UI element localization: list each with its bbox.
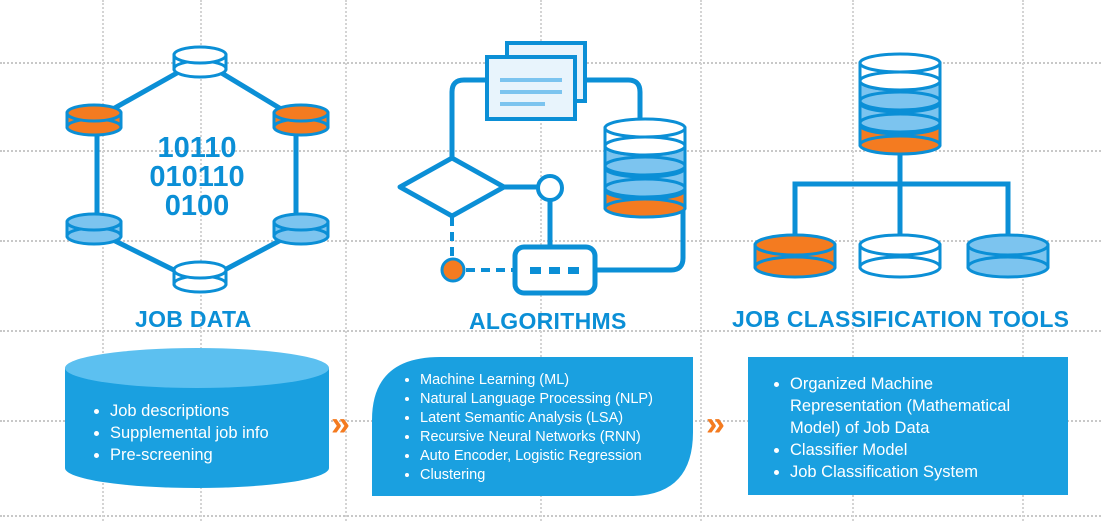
list-item: Pre-screening — [110, 444, 323, 466]
chevron-right-icon: » — [331, 405, 350, 443]
section-title-classification-tools: JOB CLASSIFICATION TOOLS — [732, 306, 1070, 332]
list-item: Job Classification System — [790, 461, 1048, 483]
algorithms-list: Machine Learning (ML) Natural Language P… — [398, 371, 690, 485]
job-data-network-icon — [65, 45, 330, 294]
algorithms-flowchart-icon — [397, 41, 687, 296]
grid-line — [0, 330, 1101, 332]
job-data-list: Job descriptions Supplemental job info P… — [88, 400, 323, 466]
grid-line — [852, 0, 854, 521]
list-item: Clustering — [420, 466, 690, 485]
list-item: Organized Machine Representation (Mathem… — [790, 373, 1048, 439]
grid-line — [0, 150, 1101, 152]
list-item: Latent Semantic Analysis (LSA) — [420, 409, 690, 428]
binary-line-3: 0100 — [165, 190, 230, 222]
classification-tree-icon — [753, 52, 1050, 279]
list-item: Recursive Neural Networks (RNN) — [420, 428, 690, 447]
grid-line — [700, 0, 702, 521]
list-item: Supplemental job info — [110, 422, 323, 444]
list-item: Natural Language Processing (NLP) — [420, 390, 690, 409]
chevron-right-icon: » — [706, 405, 725, 443]
list-item: Classifier Model — [790, 439, 1048, 461]
grid-line — [102, 0, 104, 521]
section-title-algorithms: ALGORITHMS — [469, 308, 627, 334]
list-item: Machine Learning (ML) — [420, 371, 690, 390]
grid-line — [0, 515, 1101, 517]
classification-tools-list: Organized Machine Representation (Mathem… — [768, 373, 1048, 483]
job-data-cylinder — [65, 348, 329, 488]
section-title-job-data: JOB DATA — [135, 306, 252, 332]
binary-line-2: 010110 — [149, 161, 244, 193]
algorithms-box — [372, 357, 693, 496]
tools-box — [748, 357, 1068, 495]
list-item: Job descriptions — [110, 400, 323, 422]
list-item: Auto Encoder, Logistic Regression — [420, 447, 690, 466]
binary-line-1: 10110 — [157, 132, 236, 164]
grid-line — [345, 0, 347, 521]
grid-line — [200, 0, 202, 521]
